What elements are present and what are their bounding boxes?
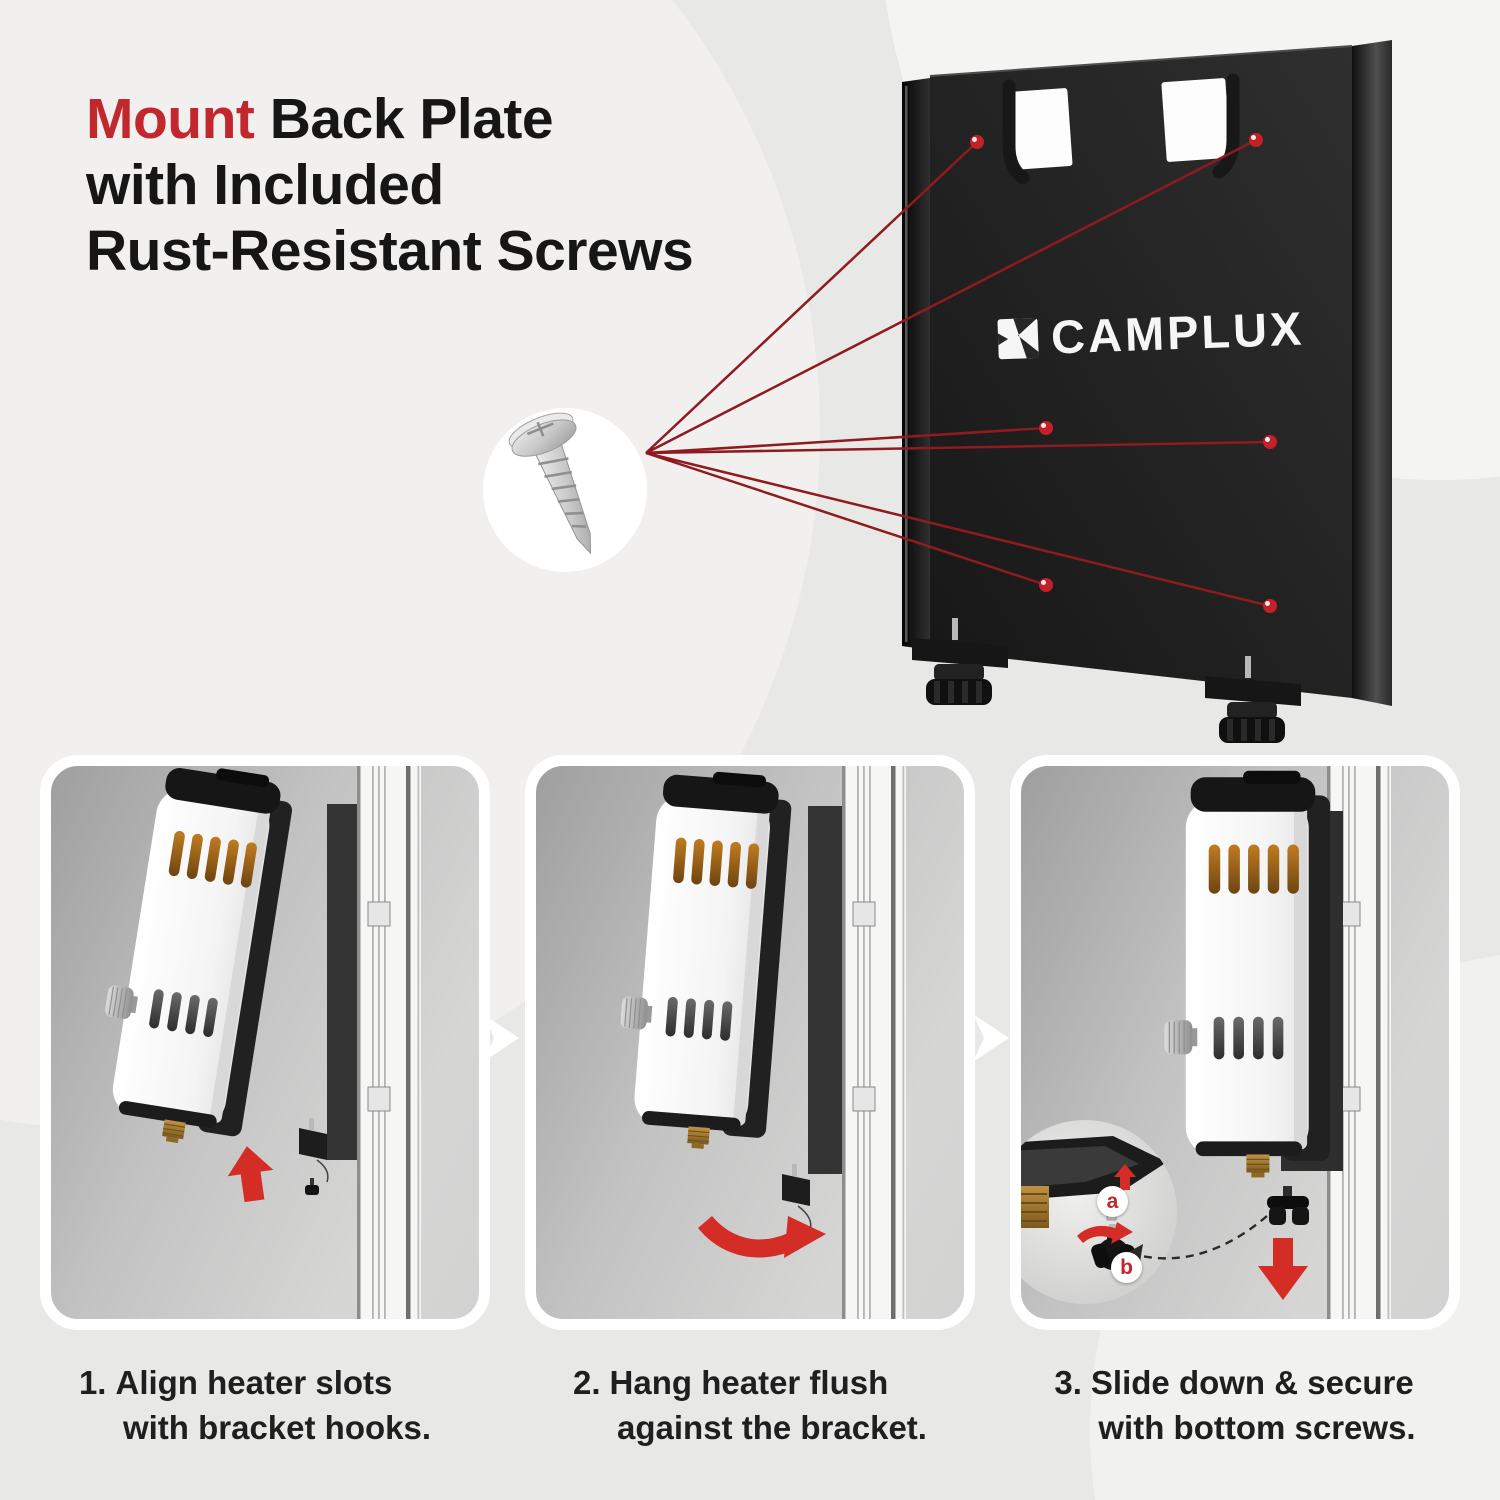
panel-step-2 <box>525 755 975 1330</box>
title-line-3: Rust-Resistant Screws <box>86 219 694 283</box>
screw-hole-dot <box>1263 599 1277 613</box>
panel-step-3 <box>1010 755 1460 1330</box>
chevron-right-icon <box>973 1014 1009 1062</box>
title-line-2: with Included <box>86 153 444 217</box>
mounting-bracket <box>782 806 842 1238</box>
heater <box>1163 770 1331 1179</box>
curved-arrow-icon <box>1077 1222 1133 1244</box>
inset-detail <box>1021 1120 1177 1304</box>
wall-post <box>841 766 907 1319</box>
step-number: 1. <box>78 1364 107 1401</box>
curved-arrow-icon <box>698 1216 826 1258</box>
heater <box>85 766 298 1154</box>
screw-hole-dot <box>1039 578 1053 592</box>
up-arrow-icon <box>227 1146 274 1203</box>
heater <box>610 766 795 1155</box>
title-accent: Mount <box>86 87 255 151</box>
panel-2-scene <box>610 766 907 1319</box>
mounting-bracket <box>299 804 357 1195</box>
panel-step-1 <box>40 755 490 1330</box>
panel-3-scene <box>1021 766 1392 1319</box>
bottom-screw-knob <box>1267 1186 1309 1225</box>
wall-post <box>356 766 422 1319</box>
camplux-logo-icon <box>997 317 1039 359</box>
plate-left-rail <box>902 78 930 650</box>
step-number: 3. <box>1054 1364 1082 1401</box>
badge-b: b <box>1111 1252 1142 1283</box>
panel-1-scene <box>85 766 422 1319</box>
caption-step-2: 2.Hang heater flush against the bracket. <box>573 1364 927 1446</box>
page-title: Mount Back Plate with Included Rust-Resi… <box>86 86 694 284</box>
screw-hole-dot <box>1039 421 1053 435</box>
camplux-logo-text: CAMPLUX <box>1050 301 1306 364</box>
adjustable-foot-right <box>1205 656 1301 743</box>
up-arrow-icon <box>1114 1164 1136 1190</box>
camplux-logo: CAMPLUX <box>995 301 1305 367</box>
title-line-1: Mount Back Plate <box>86 87 554 151</box>
adjustable-foot-left <box>912 618 1008 705</box>
chevron-right-icon <box>483 1014 519 1062</box>
background-blob-top-right <box>880 0 1500 480</box>
caption-step-3: 3.Slide down & secure with bottom screws… <box>1054 1364 1416 1446</box>
badge-a: a <box>1097 1186 1128 1217</box>
caption-step-1: 1.Align heater slots with bracket hooks. <box>78 1364 432 1446</box>
down-arrow-icon <box>1258 1238 1308 1300</box>
step-number: 2. <box>573 1364 601 1401</box>
